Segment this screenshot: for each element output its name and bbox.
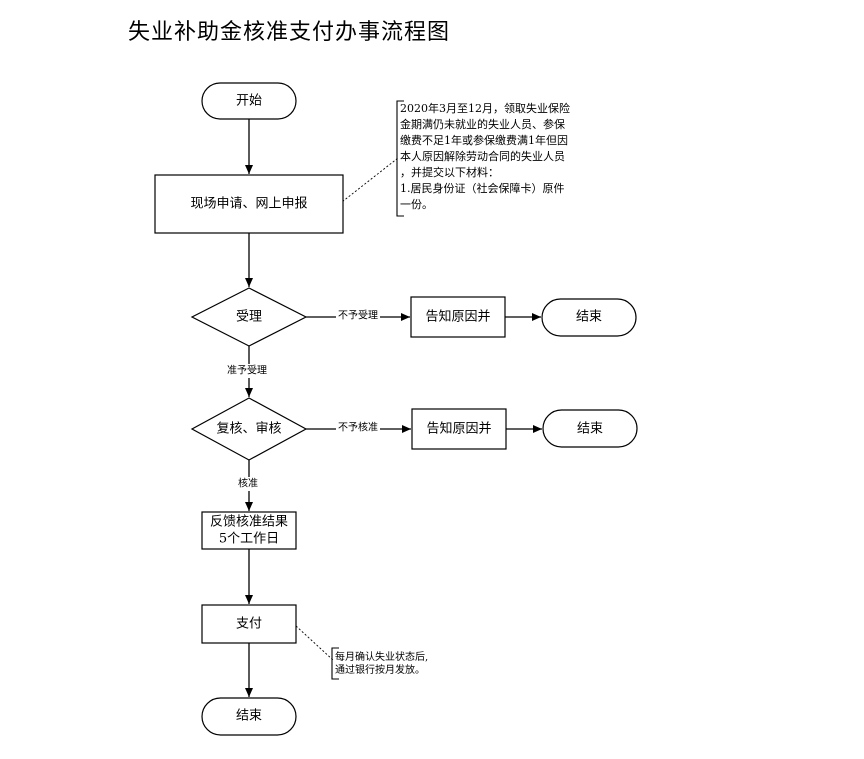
materials-note-bracket (396, 100, 404, 217)
review-label: 复核、审核 (216, 422, 281, 437)
materials-note-line: 1.居民身份证（社会保障卡）原件 (400, 181, 565, 195)
materials-note: 2020年3月至12月，领取失业保险 金期满仍未就业的失业人员、参保 缴费不足1… (400, 101, 570, 211)
materials-note-line: 本人原因解除劳动合同的失业人员 (400, 149, 565, 163)
review-decision (190, 397, 308, 461)
start-terminal (201, 82, 297, 120)
feedback-label-line2: 5个工作日 (219, 532, 279, 547)
feedback-box (201, 511, 297, 550)
end1-terminal (541, 298, 637, 337)
end-final-terminal (201, 697, 297, 736)
materials-note-line: 一份。 (400, 198, 433, 211)
accept-label: 受理 (236, 310, 262, 325)
inform1-box (410, 296, 506, 338)
payment-note-line: 通过银行按月发放。 (335, 663, 425, 676)
edge-label-approved: 核准 (238, 477, 258, 490)
materials-note-line: 金期满仍未就业的失业人员、参保 (400, 117, 565, 131)
inform1-label: 告知原因并 (425, 309, 490, 325)
apply-process-box (154, 174, 344, 234)
materials-note-line: 缴费不足1年或参保缴费满1年但因 (400, 133, 568, 147)
payment-note-line: 每月确认失业状态后, (335, 650, 428, 663)
end-final-label: 结束 (236, 709, 262, 724)
materials-note-leader (332, 157, 399, 210)
start-label: 开始 (236, 94, 262, 109)
apply-label: 现场申请、网上申报 (190, 197, 307, 212)
edge-label-not-accepted: 不予受理 (338, 310, 378, 322)
feedback-label-line1: 反馈核准结果 (210, 515, 288, 530)
payment-note: 每月确认失业状态后, 通过银行按月发放。 (335, 650, 428, 676)
edge-label-accepted: 准予受理 (227, 365, 267, 377)
end1-label: 结束 (576, 310, 602, 325)
pay-box (201, 604, 297, 644)
materials-note-line: ，并提交以下材料： (400, 165, 499, 179)
inform2-box (411, 408, 507, 450)
materials-note-line: 2020年3月至12月，领取失业保险 (400, 101, 570, 115)
payment-note-bracket (331, 647, 339, 680)
end2-label: 结束 (577, 422, 603, 437)
pay-label: 支付 (236, 617, 262, 632)
edge-label-not-approved: 不予核准 (338, 421, 378, 434)
end2-terminal (542, 409, 638, 448)
accept-decision (190, 287, 308, 347)
payment-note-leader (295, 625, 334, 661)
inform2-label: 告知原因并 (426, 421, 491, 437)
page-title: 失业补助金核准支付办事流程图 (128, 20, 451, 45)
